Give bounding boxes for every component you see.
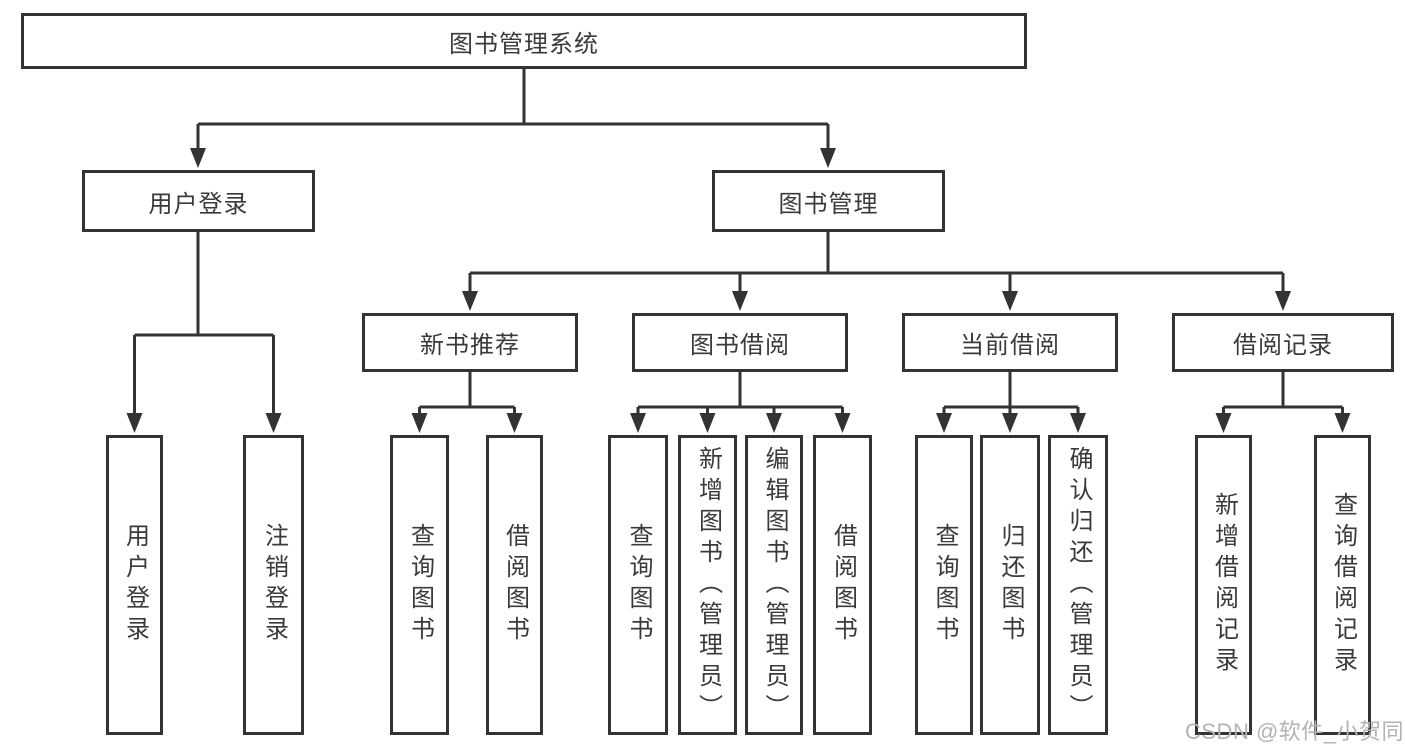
arrowhead-new-book [411,413,523,433]
node-user-login-label: 用户登录 [148,190,249,218]
leaf-add-borrow-record-label: 新增借阅记录 [1210,492,1238,678]
node-current-borrow: 当前借阅 [902,313,1118,372]
leaf-borrow-book-2-label: 借阅图书 [829,523,857,647]
leaf-logout: 注销登录 [243,435,304,735]
leaf-borrow-book-2: 借阅图书 [813,435,872,735]
leaf-query-borrow-record: 查询借阅记录 [1314,435,1371,735]
leaf-edit-book-admin-label: 编辑图书（管理员） [761,445,788,725]
leaf-query-book-3-label: 查询图书 [931,523,958,647]
leaf-query-book-2: 查询图书 [608,435,668,735]
leaf-query-borrow-record-label: 查询借阅记录 [1329,492,1357,678]
leaf-return-book-label: 归还图书 [997,523,1024,647]
node-current-borrow-label: 当前借阅 [960,332,1060,359]
leaf-user-login-label: 用户登录 [121,523,149,647]
leaf-user-login: 用户登录 [106,435,163,735]
node-book-borrow: 图书借阅 [632,313,848,372]
leaf-add-book-admin: 新增图书（管理员） [678,435,737,735]
node-user-login: 用户登录 [82,170,315,232]
leaf-confirm-return-admin: 确认归还（管理员） [1048,435,1108,735]
arrowhead-current-borrow [936,413,1086,433]
connector-current-borrow [942,372,1080,416]
leaf-logout-label: 注销登录 [260,523,288,647]
node-new-book-recommend-label: 新书推荐 [420,332,520,359]
leaf-query-book-1-label: 查询图书 [406,523,434,647]
arrowhead-borrow-record [1215,413,1351,433]
watermark-text: CSDN @软件_小贺同学 [1185,719,1405,744]
leaf-add-book-admin-label: 新增图书（管理员） [694,445,722,725]
node-borrow-record-label: 借阅记录 [1233,332,1333,359]
connector-root-to-level2 [196,69,830,152]
leaf-return-book: 归还图书 [980,435,1040,735]
arrowhead-level3 [462,291,1291,311]
node-book-borrow-label: 图书借阅 [690,332,790,359]
node-book-management: 图书管理 [712,170,945,232]
arrowhead-user-login [126,413,282,433]
arrowhead-book-borrow [630,413,851,433]
leaf-edit-book-admin: 编辑图书（管理员） [745,435,803,735]
leaf-borrow-book-1: 借阅图书 [486,435,543,735]
connector-user-login [133,232,275,416]
connector-book-management [468,232,1285,294]
node-borrow-record: 借阅记录 [1172,313,1394,372]
leaf-query-book-3: 查询图书 [915,435,973,735]
arrowhead-level2 [190,148,836,168]
connector-borrow-record [1222,372,1344,416]
node-book-management-label: 图书管理 [778,190,879,218]
leaf-add-borrow-record: 新增借阅记录 [1195,435,1252,735]
connector-new-book [418,372,516,416]
leaf-confirm-return-admin-label: 确认归还（管理员） [1065,445,1092,725]
node-root-label: 图书管理系统 [449,30,599,58]
leaf-query-book-1: 查询图书 [390,435,449,735]
connector-book-borrow [636,372,844,416]
node-new-book-recommend: 新书推荐 [362,313,578,372]
leaf-borrow-book-1-label: 借阅图书 [501,523,529,647]
leaf-query-book-2-label: 查询图书 [625,523,652,647]
node-root: 图书管理系统 [21,13,1027,69]
